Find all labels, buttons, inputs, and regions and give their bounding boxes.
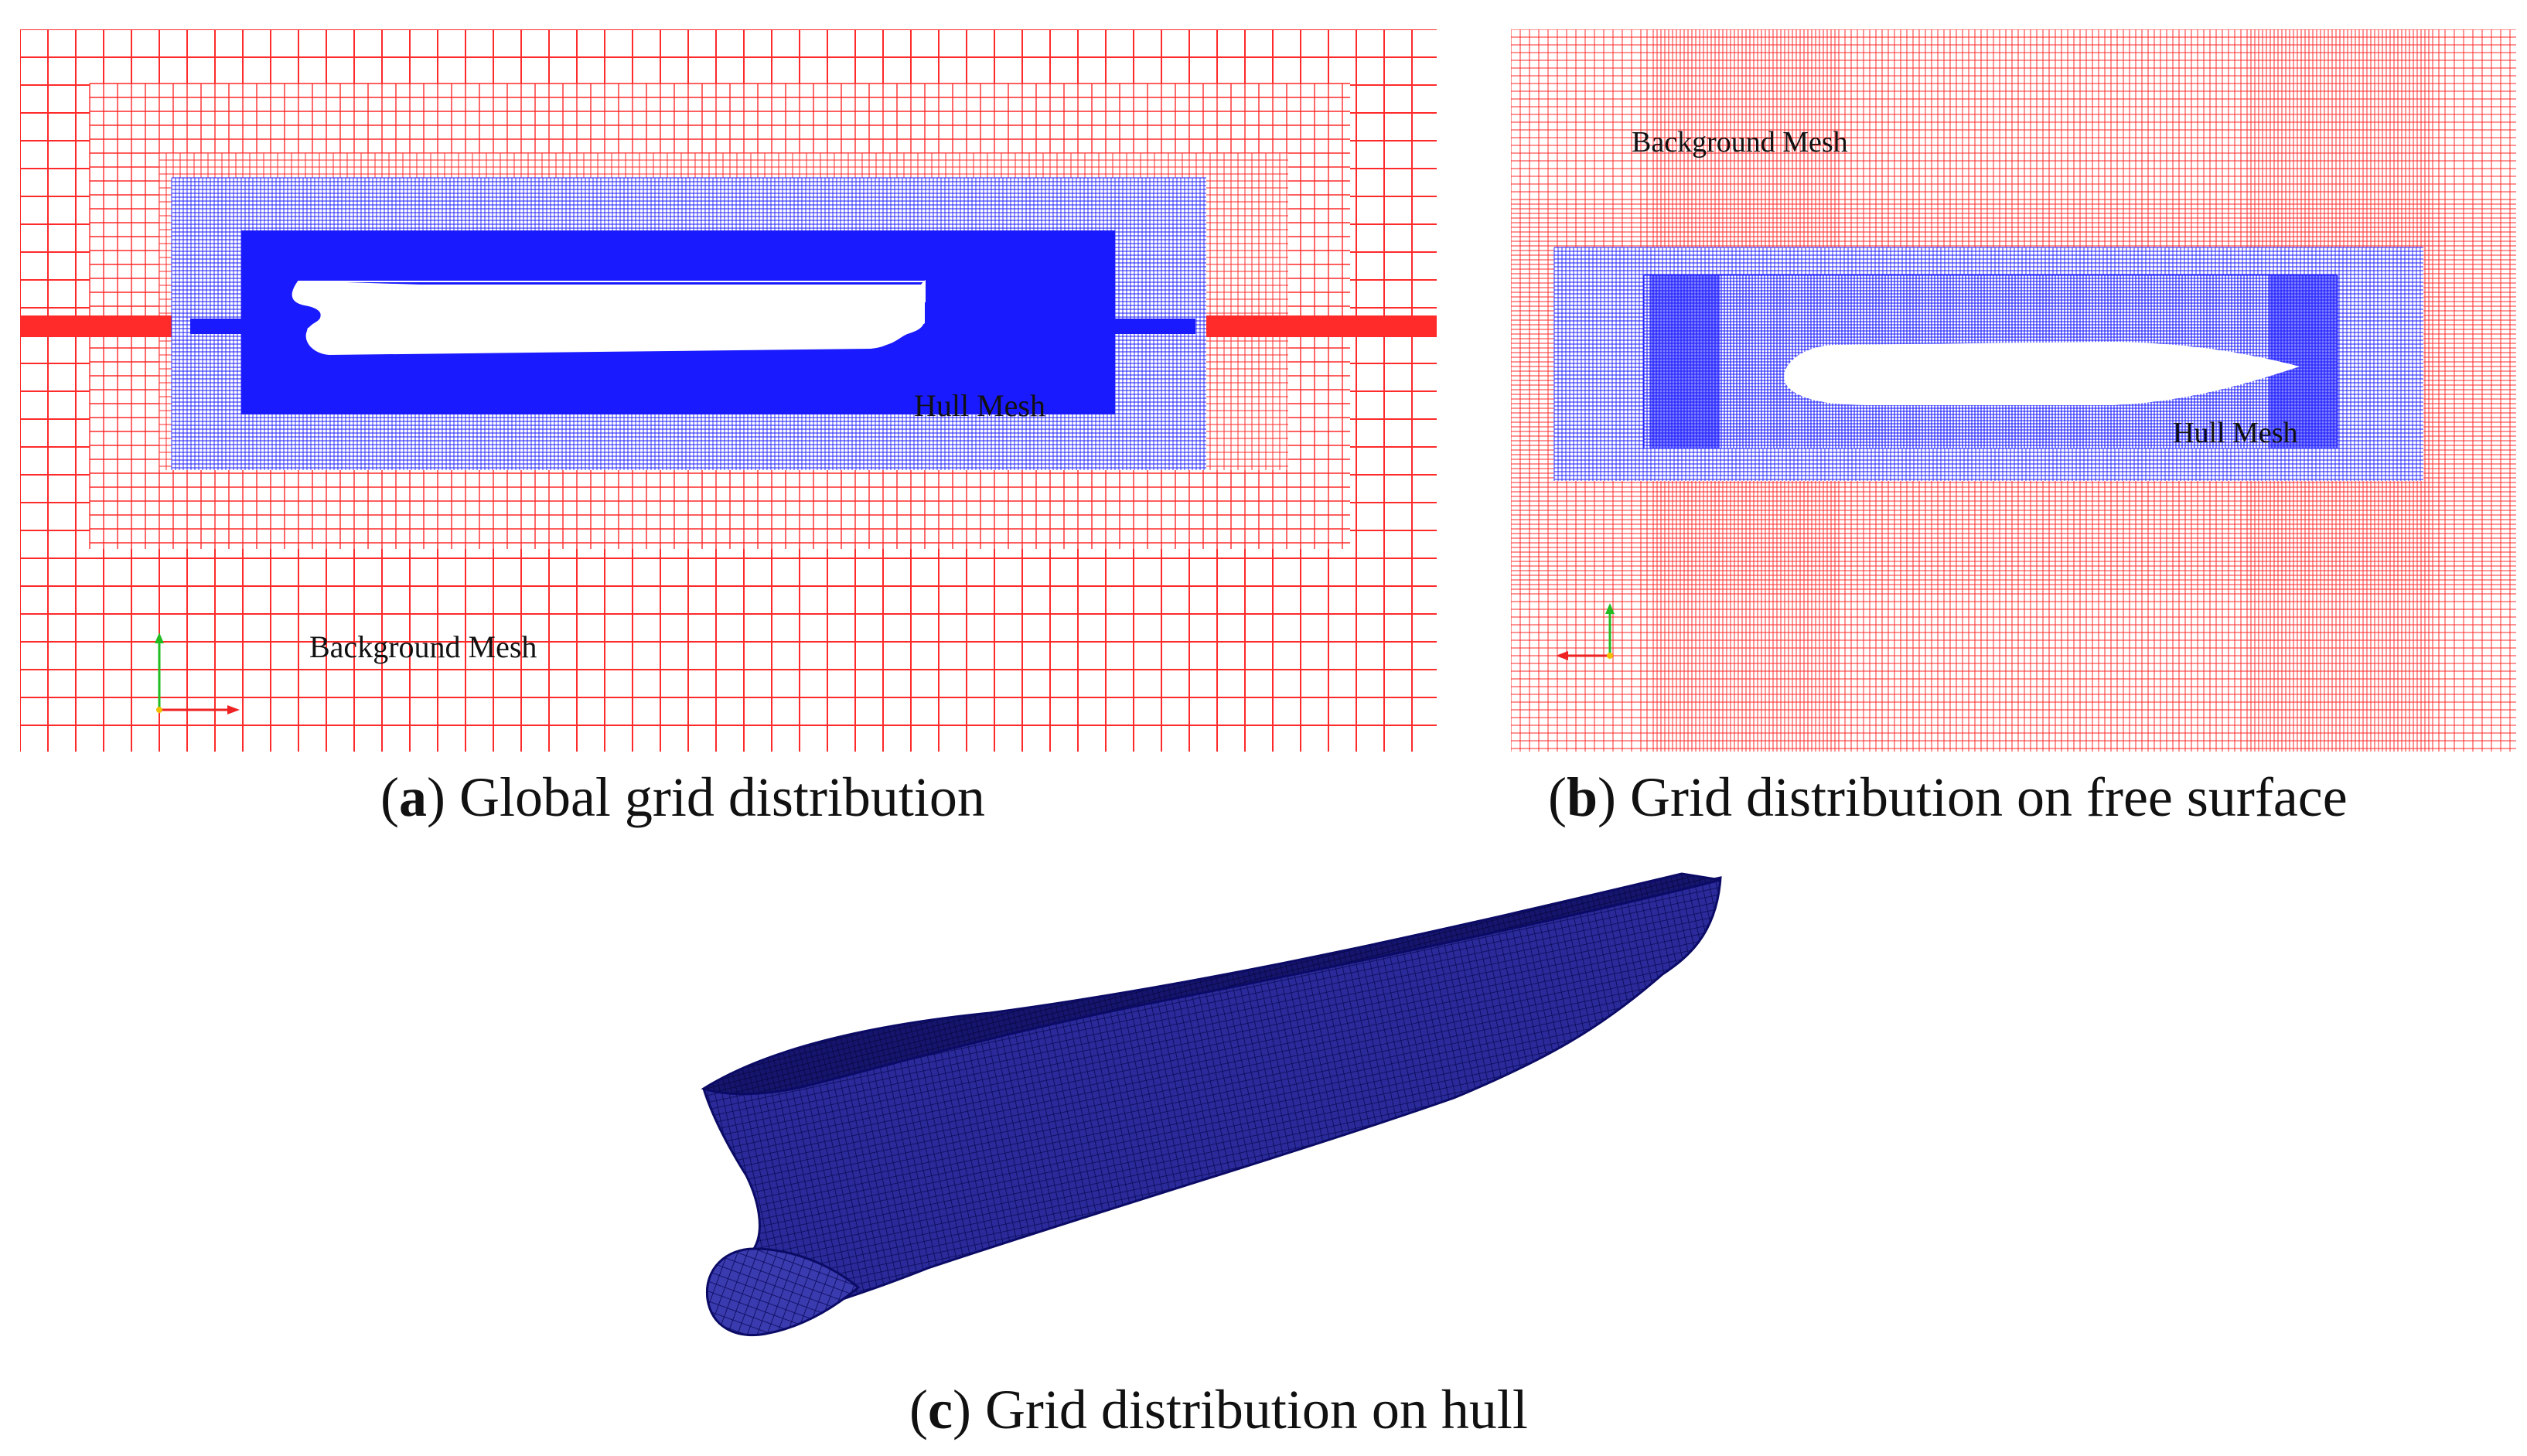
hull-side-surface — [702, 876, 1722, 1332]
caption-c: (c) Grid distribution on hull — [909, 1379, 1528, 1441]
caption-b: (b) Grid distribution on free surface — [1548, 766, 2348, 828]
axis-x-arrow — [227, 705, 240, 714]
caption-a-letter: a — [398, 766, 427, 828]
caption-c-letter: c — [927, 1379, 953, 1441]
background-mesh-label: Background Mesh — [1632, 126, 1848, 159]
hull-mesh-label: Hull Mesh — [914, 388, 1045, 423]
hull-profile-fill — [298, 281, 925, 354]
caption-a-text: Global grid distribution — [459, 766, 985, 828]
axis-x-arrow — [1556, 651, 1568, 660]
axis-triad-icon — [1556, 603, 1615, 660]
hull-mesh-label: Hull Mesh — [2173, 417, 2298, 449]
hull-mesh-figure — [701, 872, 1722, 1336]
axis-origin — [1607, 653, 1613, 659]
panel-c-hull-mesh — [680, 866, 1871, 1369]
axis-y-arrow — [155, 633, 164, 643]
background-mesh-label: Background Mesh — [309, 629, 537, 664]
hull-deck-surface — [701, 872, 1721, 1096]
hull-mesh-dense-left — [1650, 275, 1720, 448]
bulbous-bow — [705, 1247, 861, 1336]
caption-a: (a) Global grid distribution — [380, 766, 985, 828]
caption-b-letter: b — [1566, 766, 1598, 828]
caption-c-text: Grid distribution on hull — [984, 1379, 1528, 1441]
axis-triad-icon — [155, 633, 240, 714]
axis-origin — [156, 707, 162, 713]
waterline-hull-cutout — [1784, 342, 2300, 405]
axis-y-arrow — [1605, 603, 1615, 614]
caption-b-text: Grid distribution on free surface — [1630, 766, 2348, 828]
